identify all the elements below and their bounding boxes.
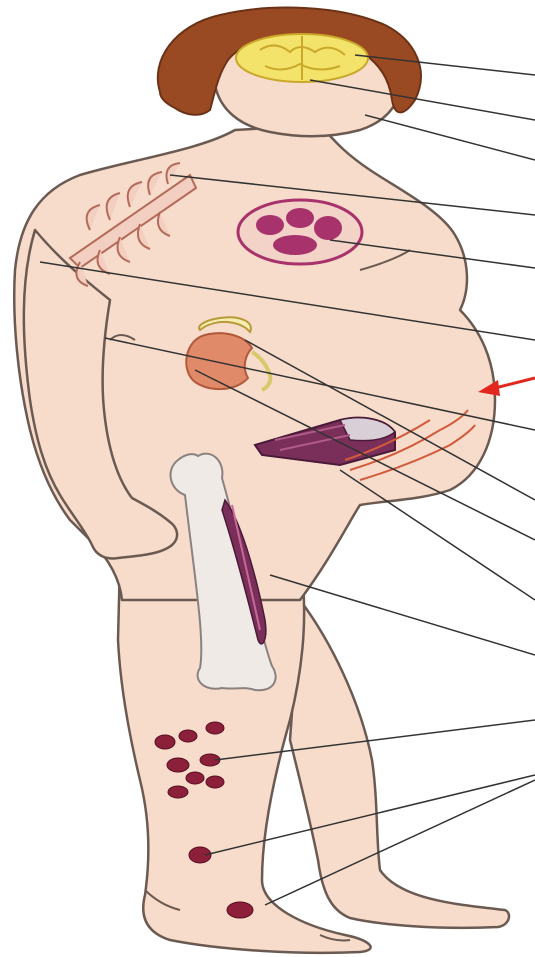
heart-icon: [238, 200, 362, 264]
body-silhouette: [14, 10, 509, 953]
brain-icon: [236, 34, 368, 82]
